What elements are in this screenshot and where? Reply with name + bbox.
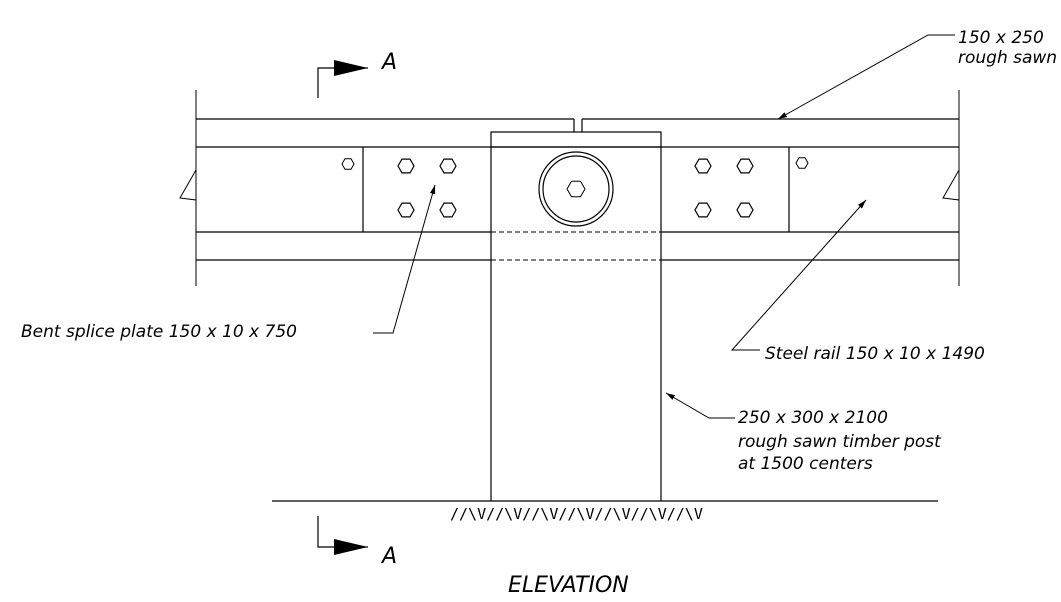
section-label-top: A: [380, 50, 397, 75]
top-rail-label-line1: 150 x 250: [958, 28, 1044, 48]
ground-hatch: //\V//\V//\V//\V//\V//\V//\V: [450, 505, 703, 523]
post-label-line1: 250 x 300 x 2100: [738, 408, 888, 428]
right-break-symbol: [942, 147, 960, 232]
post-label-line2: rough sawn timber post: [738, 432, 942, 452]
steel-rail: [196, 231, 959, 261]
section-marker-top: [317, 60, 368, 98]
section-label-bottom: A: [380, 544, 397, 569]
top-rail-label-line2: rough sawn: [958, 48, 1057, 68]
timber-post: [490, 131, 662, 501]
splice-plate-leader: [373, 184, 436, 334]
steel-rail-label: Steel rail 150 x 10 x 1490: [765, 344, 985, 364]
post-label-line3: at 1500 centers: [738, 454, 873, 474]
top-timber-rail: [196, 118, 959, 148]
view-title: ELEVATION: [508, 573, 629, 598]
splice-plate-label: Bent splice plate 150 x 10 x 750: [21, 322, 297, 342]
post-leader: [665, 392, 735, 419]
right-rail-bolt: [795, 157, 809, 169]
right-bolt-group: [694, 158, 754, 218]
left-break-symbol: [179, 147, 197, 232]
section-marker-bottom: [317, 516, 368, 555]
top-rail-leader: [777, 34, 955, 120]
left-bolt-group: [397, 158, 457, 218]
left-rail-bolt: [341, 158, 355, 170]
steel-rail-leader: [730, 199, 867, 351]
post-bolt: [538, 151, 614, 227]
